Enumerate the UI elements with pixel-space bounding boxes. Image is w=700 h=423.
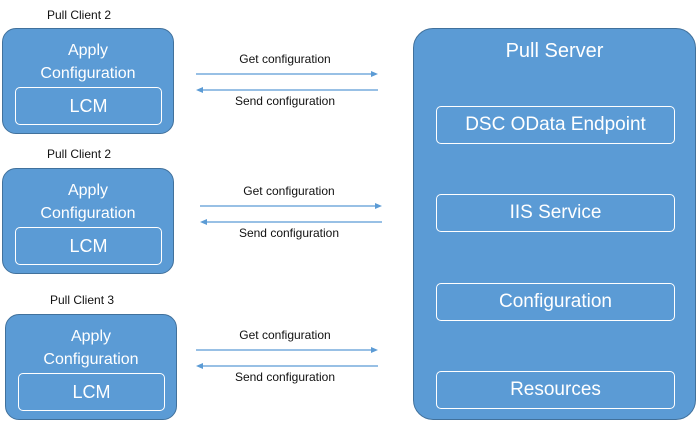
resources-box: Resources — [436, 371, 675, 409]
pull-client-2-title: Pull Client 2 — [47, 147, 112, 161]
get-configuration-label: Get configuration — [243, 184, 335, 198]
send-configuration-label: Send configuration — [234, 370, 336, 384]
pull-client-3-box: Apply Configuration LCM — [5, 314, 177, 420]
configuration-box: Configuration — [436, 283, 675, 321]
apply-configuration-label: Apply Configuration — [40, 42, 136, 82]
lcm-box: LCM — [15, 227, 162, 265]
pull-client-3-title: Pull Client 3 — [50, 293, 115, 307]
iis-service-box: IIS Service — [436, 194, 675, 232]
apply-configuration-label: Apply Configuration — [43, 328, 139, 368]
send-configuration-label: Send configuration — [238, 226, 340, 240]
pull-client-1-title: Pull Client 2 — [47, 8, 112, 22]
flow-client-1: Get configuration Send configuration — [192, 52, 378, 112]
send-arrowhead — [196, 87, 203, 93]
send-configuration-label: Send configuration — [234, 94, 336, 108]
get-configuration-label: Get configuration — [239, 52, 331, 66]
get-arrowhead — [371, 347, 378, 353]
flow-client-3: Get configuration Send configuration — [192, 328, 378, 388]
get-arrowhead — [371, 71, 378, 77]
flow-arrows-3 — [196, 347, 378, 369]
lcm-box: LCM — [18, 373, 165, 411]
pull-client-1-box: Apply Configuration LCM — [2, 28, 174, 134]
send-arrowhead — [200, 219, 207, 225]
flow-client-2: Get configuration Send configuration — [196, 184, 382, 244]
lcm-box: LCM — [15, 87, 162, 125]
pull-server-box: Pull Server DSC OData Endpoint IIS Servi… — [413, 28, 696, 420]
get-configuration-label: Get configuration — [239, 328, 331, 342]
pull-client-2-box: Apply Configuration LCM — [2, 168, 174, 274]
dsc-odata-endpoint-box: DSC OData Endpoint — [436, 106, 675, 144]
pull-server-title: Pull Server — [505, 40, 604, 62]
flow-arrows-1 — [196, 71, 378, 93]
get-arrowhead — [375, 203, 382, 209]
send-arrowhead — [196, 363, 203, 369]
apply-configuration-label: Apply Configuration — [40, 182, 136, 222]
flow-arrows-2 — [200, 203, 382, 225]
